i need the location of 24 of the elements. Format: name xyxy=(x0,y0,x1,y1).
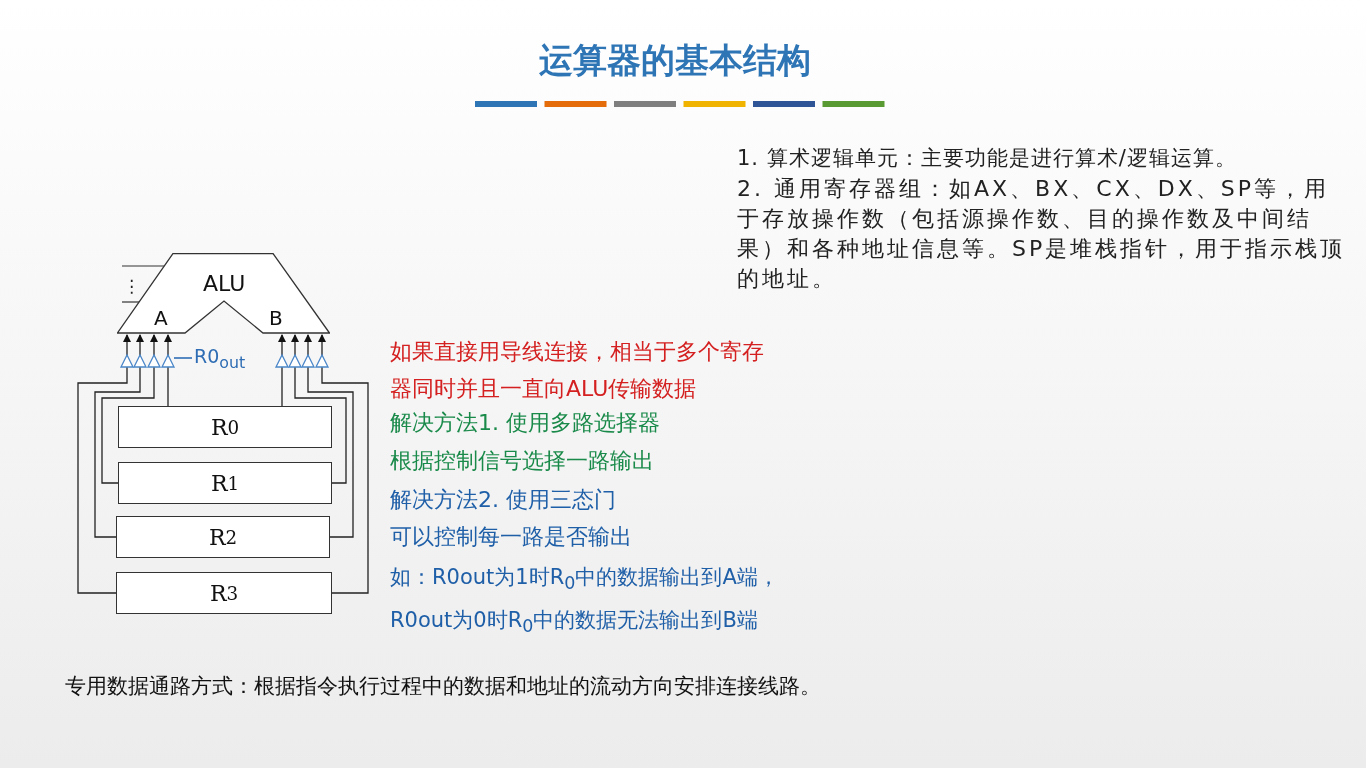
arrow xyxy=(304,334,354,538)
note-text: 解决方法1. 使用多路选择器 xyxy=(390,409,660,437)
title: 运算器的基本结构 xyxy=(538,39,812,82)
note-text: 如果直接用导线连接，相当于多个寄存器同时并且一直向ALU传输数据 xyxy=(390,338,765,403)
note-text: 1. 算术逻辑单元：主要功能是进行算术/逻辑运算。 xyxy=(737,145,1237,172)
arrow xyxy=(101,334,158,484)
alu-label: ALU xyxy=(203,273,246,295)
arrow xyxy=(318,334,369,594)
arrow xyxy=(278,334,286,407)
note-text: 解决方法2. 使用三态门 xyxy=(390,486,616,514)
arrow xyxy=(291,334,347,484)
arrow xyxy=(164,334,172,407)
arrow xyxy=(94,334,144,538)
note-text: 根据控制信号选择一路输出 xyxy=(390,447,654,475)
note-text: 专用数据通路方式：根据指令执行过程中的数据和地址的流动方向安排连接线路。 xyxy=(65,673,821,700)
port-label: A xyxy=(154,308,168,328)
alu-symbol xyxy=(117,253,330,334)
arrow xyxy=(77,334,131,594)
port-label: B xyxy=(269,308,283,328)
note-text: 2. 通用寄存器组：如AX、BX、CX、DX、SP等，用于存放操作数（包括源操作数、目的操作数及中间结果）和各种地址信息等。SP是堆栈指针，用于指示栈顶的地址。 xyxy=(737,175,1347,293)
note-text: 如：R0out为1时R$_{0}$中的数据输出到A端，R0out为0时R$_{0}$中的数据无法输出到B端 xyxy=(390,564,780,639)
ellipsis-mark: ⋮ xyxy=(123,276,140,296)
signal-label: R0$_{out}$ xyxy=(194,345,246,372)
note-text: 可以控制每一路是否输出 xyxy=(390,523,632,551)
